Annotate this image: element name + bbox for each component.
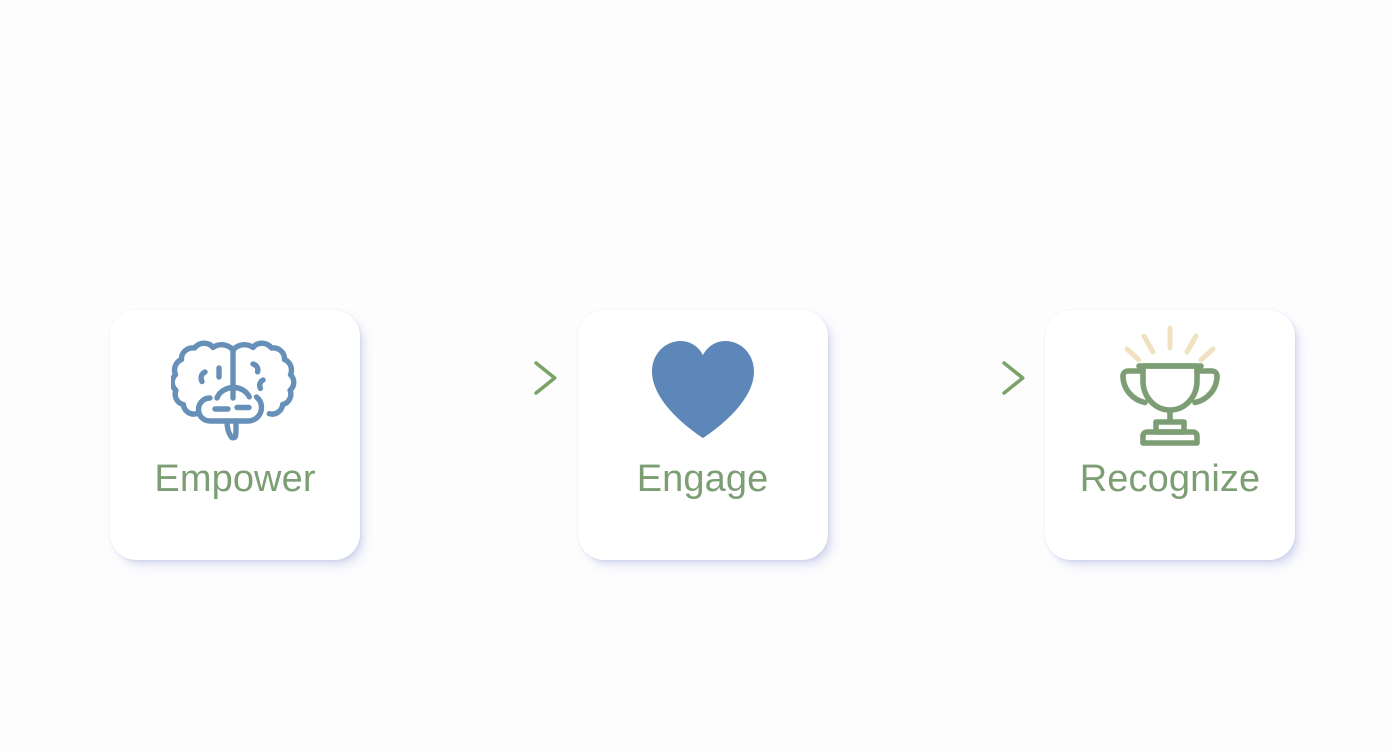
process-flow: Empower [110,310,1295,560]
arrow-right-icon [360,358,578,398]
heart-icon [578,310,828,460]
step-card-engage[interactable]: Engage [577,310,828,560]
step-label-empower: Empower [154,458,316,500]
sparkle-rays [1124,325,1216,363]
step-label-engage: Engage [636,458,769,500]
brain-icon [110,310,360,460]
step-card-empower[interactable]: Empower [110,310,360,560]
arrow-right-icon [828,358,1046,398]
step-card-recognize[interactable]: Recognize [1045,310,1295,560]
connector-empower-to-engage [360,310,578,560]
step-label-recognize: Recognize [1079,458,1261,500]
connector-engage-to-recognize [828,310,1046,560]
trophy-icon [1045,310,1295,460]
